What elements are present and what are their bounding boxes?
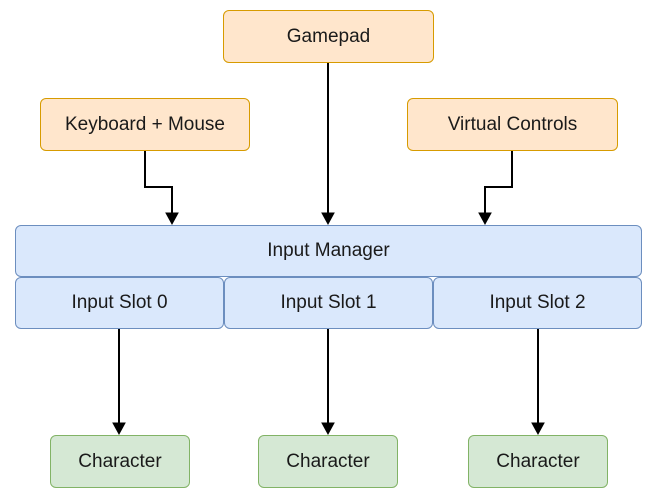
edge-gamepad-to-manager-arrowhead bbox=[321, 212, 335, 226]
virtual-controls-label: Virtual Controls bbox=[447, 113, 578, 135]
edge-slot0-to-character-arrowhead bbox=[112, 422, 126, 436]
edge-keyboard-to-manager bbox=[144, 151, 179, 226]
input-slot-0-node: Input Slot 0 bbox=[15, 277, 224, 329]
character-label-2: Character bbox=[496, 450, 580, 472]
edge-keyboard-to-manager-arrowhead bbox=[165, 212, 179, 226]
character-node-0: Character bbox=[50, 435, 190, 488]
input-slot-2-node: Input Slot 2 bbox=[433, 277, 642, 329]
character-node-1: Character bbox=[258, 435, 398, 488]
keyboard-mouse-node: Keyboard + Mouse bbox=[40, 98, 250, 151]
gamepad-node: Gamepad bbox=[223, 10, 434, 63]
edge-keyboard-to-manager-line bbox=[144, 151, 173, 214]
character-label-1: Character bbox=[286, 450, 370, 472]
character-node-2: Character bbox=[468, 435, 608, 488]
input-manager-label: Input Manager bbox=[267, 240, 390, 261]
gamepad-label: Gamepad bbox=[286, 25, 371, 47]
edge-slot2-to-character-arrowhead bbox=[531, 422, 545, 436]
character-label-0: Character bbox=[78, 450, 162, 472]
input-slot-1-node: Input Slot 1 bbox=[224, 277, 433, 329]
edge-slot2-to-character bbox=[531, 329, 545, 436]
virtual-controls-node: Virtual Controls bbox=[407, 98, 618, 151]
input-slot-0-label: Input Slot 0 bbox=[71, 292, 168, 313]
input-slot-2-label: Input Slot 2 bbox=[489, 292, 586, 313]
edge-virtual-to-manager bbox=[478, 151, 513, 226]
edge-slot0-to-character bbox=[112, 329, 126, 436]
edge-virtual-to-manager-line bbox=[484, 151, 513, 214]
input-manager-node: Input Manager bbox=[15, 225, 642, 277]
edge-slot1-to-character bbox=[321, 329, 335, 436]
edge-gamepad-to-manager bbox=[321, 63, 335, 226]
input-slot-1-label: Input Slot 1 bbox=[280, 292, 377, 313]
edge-slot1-to-character-arrowhead bbox=[321, 422, 335, 436]
keyboard-mouse-label: Keyboard + Mouse bbox=[64, 113, 225, 135]
edge-virtual-to-manager-arrowhead bbox=[478, 212, 492, 226]
